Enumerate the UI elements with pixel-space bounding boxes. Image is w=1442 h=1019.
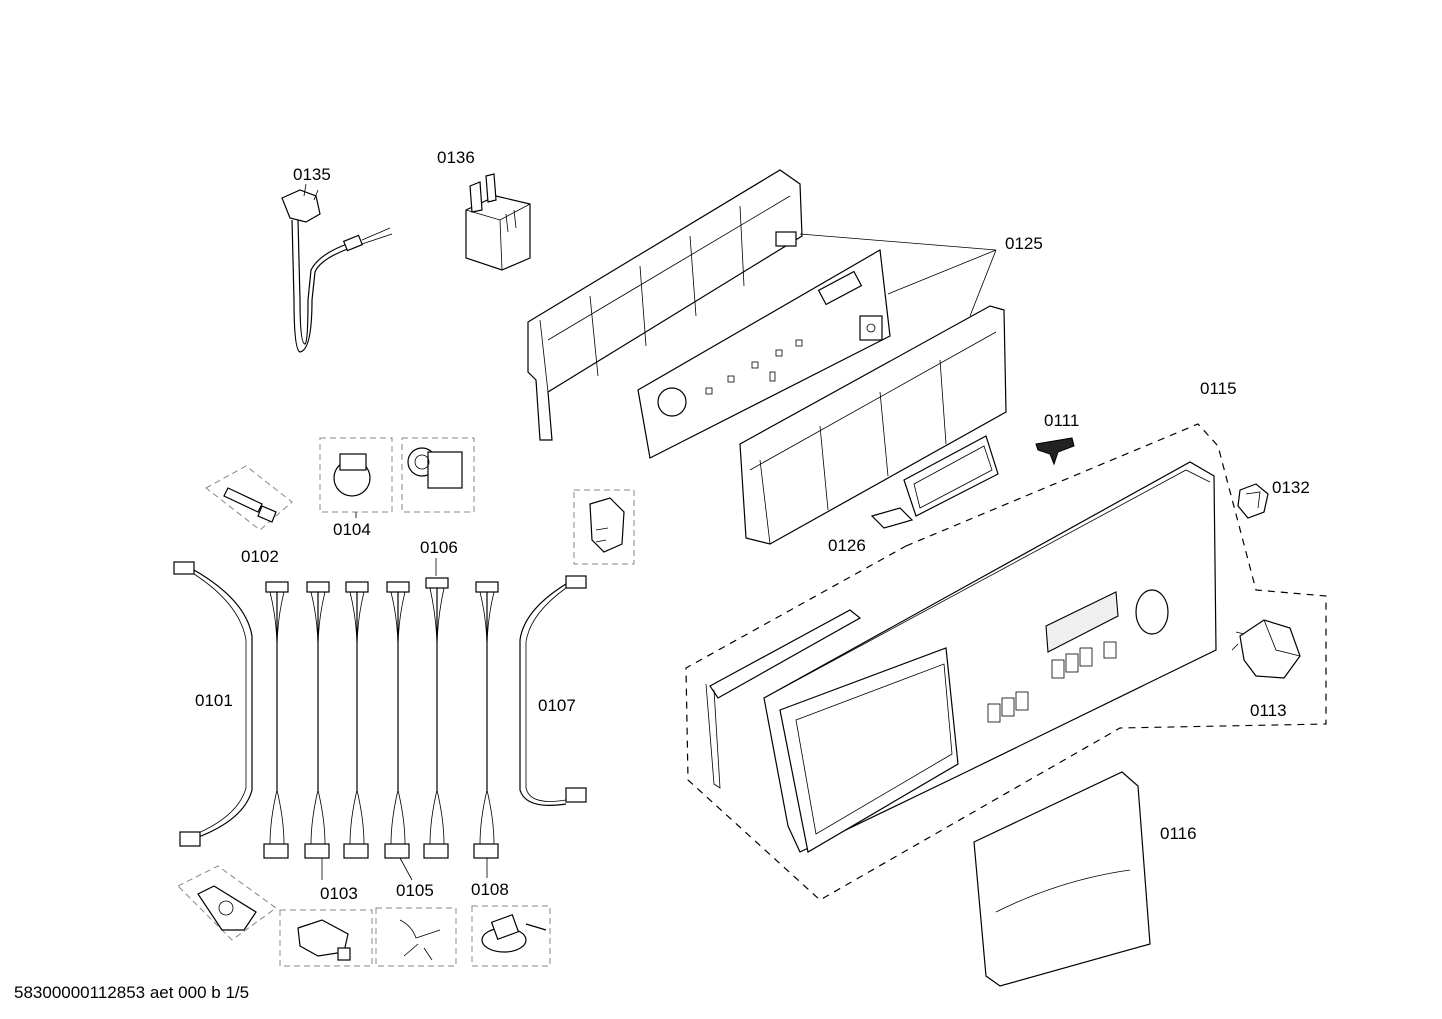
- dashed-box-0106: [573, 489, 635, 565]
- cable-0105-part: [399, 919, 441, 961]
- control-module-frame-part: [527, 169, 803, 441]
- label-0132: 0132: [1272, 478, 1310, 497]
- dashed-box-0104-right: [401, 437, 475, 513]
- pump-0103-part: [297, 919, 351, 961]
- wire-harness-0101: [173, 561, 253, 847]
- switch-0104-part: [333, 453, 371, 497]
- wire-harness-4: [384, 581, 410, 859]
- label-0107: 0107: [538, 696, 576, 715]
- control-pcb-part: [637, 249, 891, 459]
- label-0136: 0136: [437, 148, 475, 167]
- label-0126: 0126: [828, 536, 866, 555]
- label-0116: 0116: [1160, 824, 1197, 843]
- power-cord-part: [281, 183, 393, 353]
- label-0125: 0125: [1005, 234, 1043, 253]
- dashed-box-0103: [279, 909, 373, 967]
- interference-suppressor-part: [465, 173, 531, 271]
- label-0106: 0106: [420, 538, 458, 557]
- dashed-box-0102: [205, 465, 293, 531]
- label-0105: 0105: [396, 881, 434, 900]
- control-panel-group-outline: [685, 423, 1327, 901]
- selector-knob-part: [1231, 619, 1301, 679]
- dashed-box-0105: [375, 907, 457, 967]
- label-0102: 0102: [241, 547, 279, 566]
- control-panel-part: [705, 461, 1217, 853]
- label-0101: 0101: [195, 691, 233, 710]
- wire-harness-2: [304, 581, 330, 859]
- dashed-box-0108: [471, 905, 551, 967]
- label-0103: 0103: [320, 884, 358, 903]
- drawer-front-part: [973, 771, 1151, 987]
- label-0108: 0108: [471, 880, 509, 899]
- wire-harness-1: [263, 581, 289, 859]
- label-0135: 0135: [293, 165, 331, 184]
- display-window-part: [870, 435, 999, 529]
- locking-pin-part: [1035, 437, 1075, 466]
- clip-part: [1237, 483, 1269, 519]
- wire-harness-3: [343, 581, 369, 859]
- relay-0106-part: [589, 497, 625, 553]
- wire-harness-group: [263, 577, 499, 859]
- label-0104: 0104: [333, 520, 371, 539]
- sensor-0102-part: [223, 487, 277, 523]
- wire-harness-5: [423, 577, 449, 859]
- wire-harness-6: [473, 581, 499, 859]
- drawing-number-footer: 58300000112853 aet 000 b 1/5: [14, 983, 250, 1002]
- label-leaders: [321, 558, 488, 881]
- water-valve-part: [197, 885, 257, 931]
- pressure-switch-0104-part: [407, 447, 463, 489]
- label-0113: 0113: [1250, 701, 1287, 720]
- control-module-housing-part: [739, 305, 1007, 545]
- label-0111: 0111: [1044, 411, 1080, 430]
- leader-line-0125: [799, 233, 997, 317]
- pressure-sensor-0108-part: [481, 914, 547, 953]
- wire-harness-0107: [519, 575, 587, 806]
- label-0115: 0115: [1200, 379, 1237, 398]
